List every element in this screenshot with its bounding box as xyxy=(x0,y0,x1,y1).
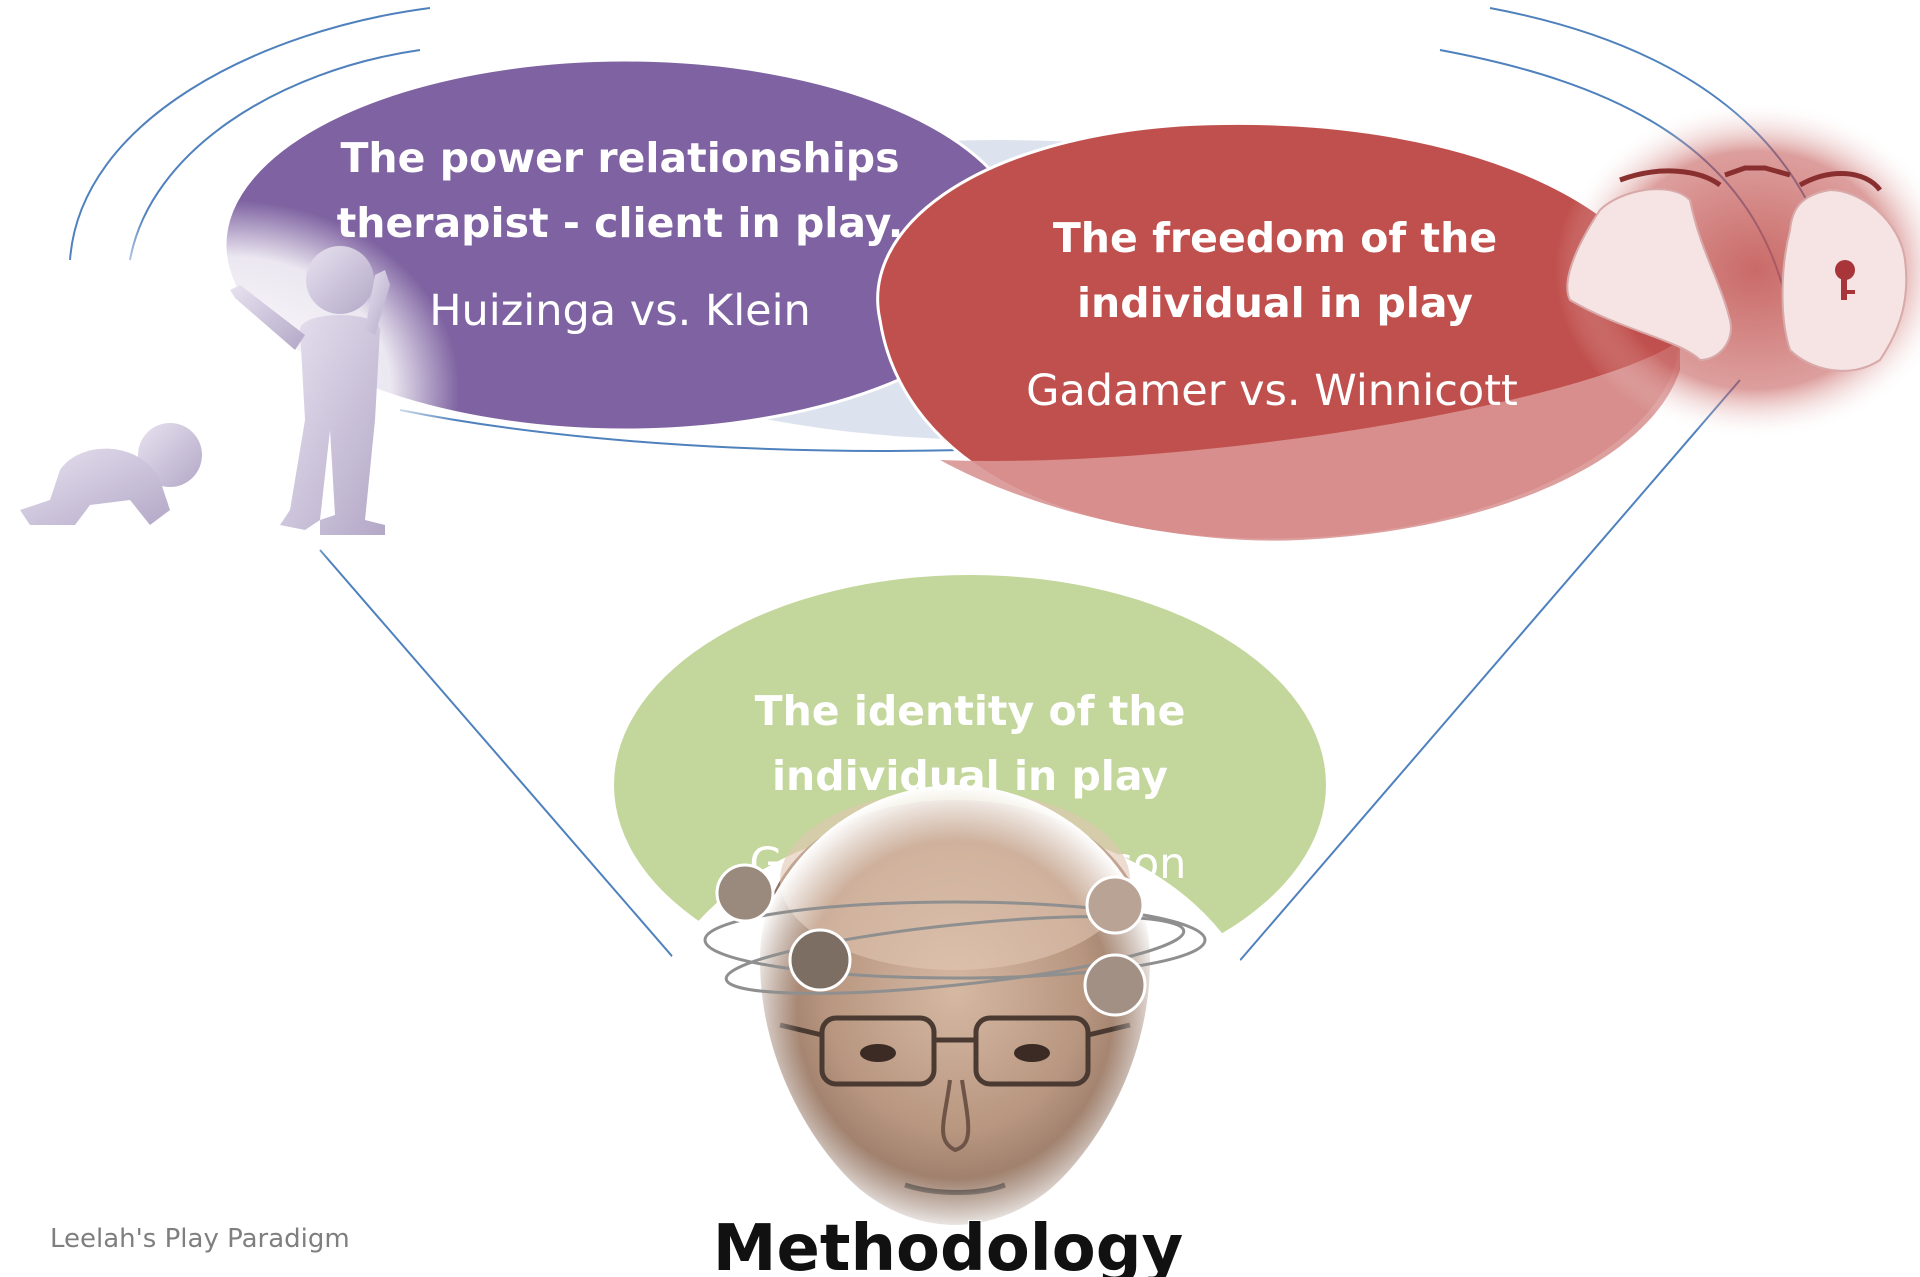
bubble-freedom-title-line2: individual in play xyxy=(1077,279,1473,327)
power-figures-illustration xyxy=(0,200,460,580)
kneeling-figure-icon xyxy=(20,423,202,525)
bubble-freedom-subtitle: Gadamer vs. Winnicott xyxy=(1026,366,1518,416)
key-icon xyxy=(1835,260,1855,300)
bubble-identity-title-line1: The identity of the xyxy=(755,687,1186,735)
bubble-power-title-line1: The power relationships xyxy=(340,134,899,182)
footer-label: Leelah's Play Paradigm xyxy=(50,1224,350,1254)
orbit-rings-icon xyxy=(703,900,1207,995)
methodology-label: Methodology xyxy=(713,1212,1183,1277)
portrait-face-icon xyxy=(745,785,1165,1235)
bubble-power-title-line2: therapist - client in play. xyxy=(337,199,904,247)
bubble-power-subtitle: Huizinga vs. Klein xyxy=(429,286,811,336)
orbiting-faces-icon xyxy=(715,863,1147,1017)
bubble-freedom-title-line1: The freedom of the xyxy=(1053,214,1497,262)
handcuffs-illustration xyxy=(1555,100,1920,440)
handcuffs-icon xyxy=(1619,165,1882,192)
standing-figure-icon xyxy=(230,246,390,535)
portrait-illustration xyxy=(645,785,1265,1277)
bubble-freedom: The freedom of the individual in play Ga… xyxy=(876,121,1682,542)
